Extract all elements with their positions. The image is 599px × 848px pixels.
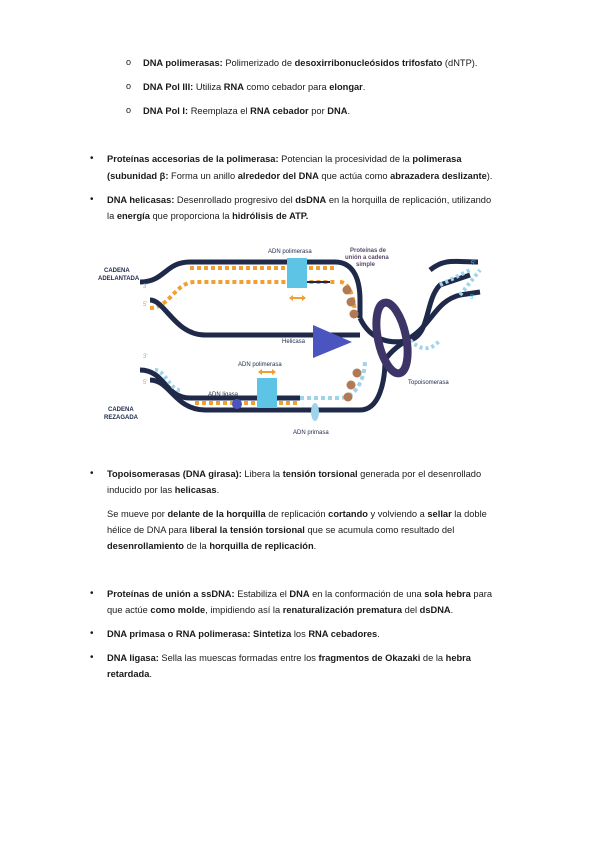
ssb-protein (346, 380, 356, 390)
parental-bases-2 (408, 338, 442, 351)
ligase-protein (232, 399, 242, 409)
label-ssb-1: Proteínas de (350, 248, 387, 254)
leading-strand (139, 259, 363, 338)
label-polymerase-bottom: ADN polimerasa (238, 362, 282, 368)
label-ligasa: ADN ligasa (208, 392, 239, 398)
parental-strand-b (382, 289, 481, 362)
bullet-accesorias-line2: (subunidad β: Forma un anillo alrededor … (107, 171, 493, 181)
bullet-helicasas-line2: la energía que proporciona la hidrólisis… (107, 211, 309, 221)
bullet-marker: • (90, 194, 94, 205)
sub-item-pol-i: DNA Pol I: Reemplaza el RNA cebador por … (143, 106, 351, 116)
topoisomerase-ring (372, 298, 412, 378)
topo-para-line2: hélice de DNA para liberal la tensión to… (107, 525, 455, 535)
ssb-proteins (342, 285, 362, 402)
ssb-protein (343, 392, 353, 402)
sub-bullet-marker: o (126, 57, 132, 67)
ssb-protein (352, 368, 362, 378)
bullet-marker: • (90, 652, 94, 663)
leading-lower-strand (149, 297, 360, 338)
label-leading-1: CADENA (104, 268, 130, 274)
lagging-ss-template (300, 359, 367, 400)
bullet-primasa-line1: DNA primasa o RNA polimerasa: Sintetiza … (107, 629, 380, 639)
end-label: 5' (143, 380, 147, 386)
topo-para-line3: desenrollamiento de la horquilla de repl… (107, 541, 317, 551)
label-lagging-1: CADENA (108, 407, 134, 413)
label-primasa: ADN primasa (293, 430, 329, 436)
bullet-accesorias-line1: Proteínas accesorias de la polimerasa: P… (107, 154, 462, 164)
ssb-protein (346, 297, 356, 307)
end-label: 5' (471, 261, 475, 267)
lagging-strand (139, 359, 388, 413)
bullet-helicasas-line1: DNA helicasas: Desenrollado progresivo d… (107, 195, 492, 205)
bullet-marker: • (90, 628, 94, 639)
bullet-marker: • (90, 153, 94, 164)
parental-top (428, 258, 479, 273)
bullet-ssb-line2: que actúe como molde, impidiendo así la … (107, 605, 454, 615)
helicase-protein (313, 325, 352, 358)
lagging-lower-strand (149, 359, 388, 413)
bullet-marker: • (90, 588, 94, 599)
label-helicasa: Helicasa (282, 339, 306, 345)
ssb-protein (342, 285, 352, 295)
label-ssb-3: simple (356, 262, 376, 268)
bullet-marker: • (90, 468, 94, 479)
bullet-ligasa-line1: DNA ligasa: Sella las muescas formadas e… (107, 653, 471, 663)
label-polymerase-top: ADN polimerasa (268, 249, 312, 255)
label-lagging-2: REZAGADA (104, 415, 139, 421)
sub-bullet-marker: o (126, 81, 132, 91)
polymerase-bottom (257, 378, 277, 408)
bullet-topo-line2: inducido por las helicasas. (107, 485, 220, 495)
label-leading-2: ADELANTADA (98, 276, 140, 282)
bullet-ssb-line1: Proteínas de unión a ssDNA: Estabiliza e… (107, 589, 493, 599)
polymerase-top-motion-arrows (289, 295, 306, 301)
sub-bullet-marker: o (126, 105, 132, 115)
ssb-protein (349, 309, 359, 319)
polymerase-top (287, 258, 307, 288)
bullet-ligasa-line2: retardada. (107, 669, 152, 679)
label-ssb-2: unión a cadena (345, 255, 389, 261)
end-label: 5' (143, 302, 147, 308)
polymerase-bottom-motion-arrows (258, 369, 276, 375)
parental-bases-3 (458, 268, 482, 297)
leading-new-strand (149, 280, 335, 310)
sub-item-pol-iii: DNA Pol III: Utiliza RNA como cebador pa… (143, 82, 366, 92)
leading-template-strand (139, 259, 363, 318)
primase-protein (311, 403, 319, 421)
label-topoisomerasa: Topoisomerasa (408, 380, 449, 386)
end-label: 3' (143, 284, 147, 290)
end-label: 5' (470, 295, 474, 301)
end-label: 3' (143, 354, 147, 360)
sub-item-dna-polimerasas: DNA polimerasas: Polimerizado de desoxir… (143, 58, 478, 68)
bullet-topo-line1: Topoisomerasas (DNA girasa): Libera la t… (107, 469, 482, 479)
topo-para-line1: Se mueve por delante de la horquilla de … (107, 509, 487, 519)
lagging-primer (154, 368, 181, 392)
